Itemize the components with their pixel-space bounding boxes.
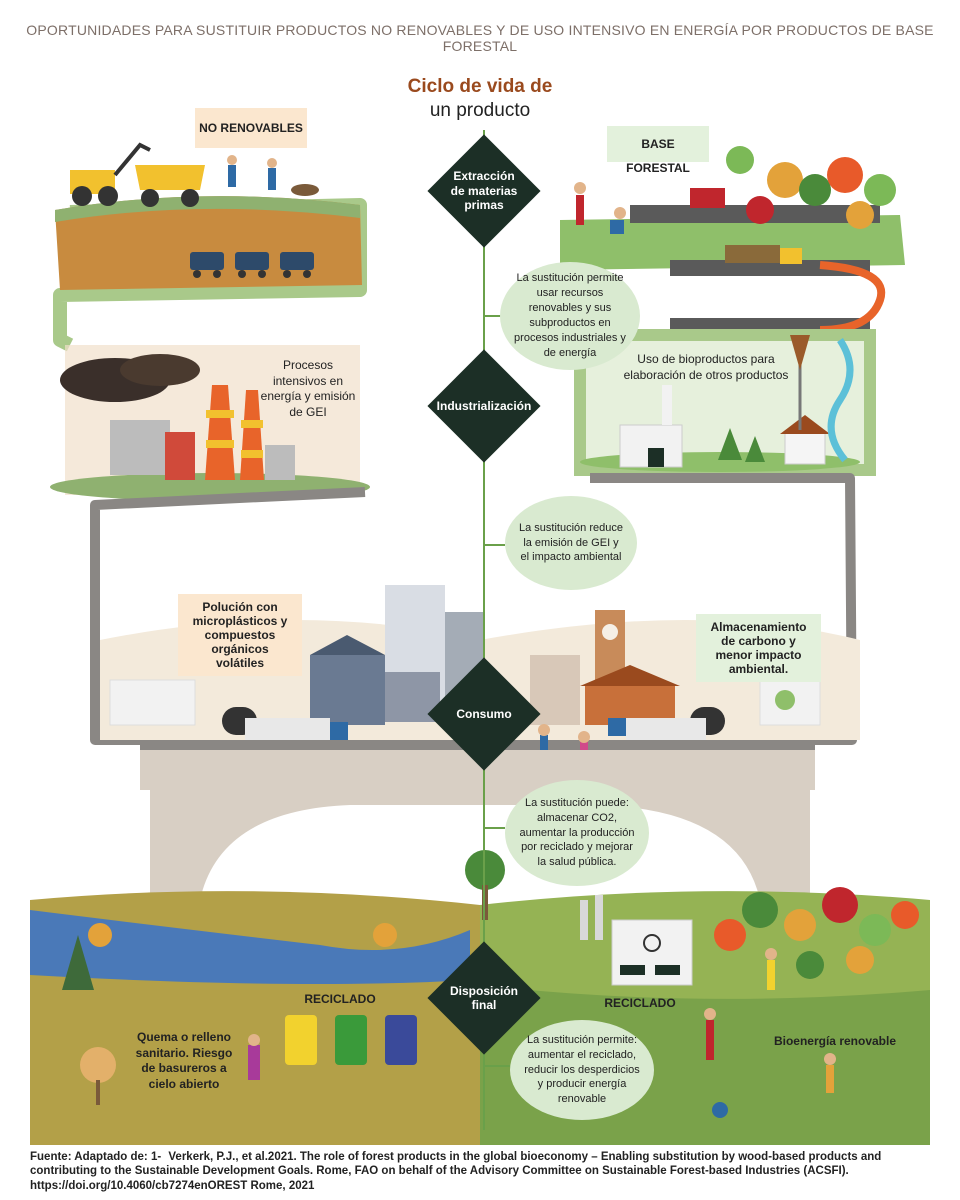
stage-label: Extracción de materias primas [450,169,518,213]
source-prefix: Fuente: Adaptado de: 1- [30,1151,162,1163]
label-reciclado-right: RECICLADO [604,996,676,1010]
label-bioenergia: Bioenergía renovable [773,1034,897,1048]
note-no-renovables: NO RENOVABLES [195,108,307,148]
source-citation: Fuente: Adaptado de: 1- Verkerk, P.J., e… [30,1150,940,1193]
diagram-title-line1: Ciclo de vida de [407,76,553,97]
label-quema: Quema o relleno sanitario. Riesgo de bas… [135,1030,233,1091]
forest-scene [560,146,905,334]
label-bioproductos: Uso de bioproductos para elaboración de … [623,352,789,382]
bubble-reciclado: La sustitución permite: aumentar el reci… [510,1020,654,1120]
note-almacenamiento: Almacenamiento de carbono y menor impact… [696,614,821,682]
stage-industrializacion: Industrialización [427,349,541,463]
note-base-forestal: BASE FORESTAL [607,126,709,175]
stage-label: Industrialización [436,398,532,413]
bioproducts-scene [574,329,876,476]
mining-scene [55,142,362,290]
industry-scene [50,345,370,501]
stage-consumo: Consumo [427,657,541,771]
label-reciclado-left: RECICLADO [304,992,376,1006]
bubble-emision: La sustitución reduce la emisión de GEI … [505,496,637,590]
diagram-title-line2: un producto [429,100,531,121]
bubble-almacenar: La sustitución puede: almacenar CO2, aum… [505,780,649,886]
stage-label: Consumo [456,706,512,721]
stage-label: Disposición final [449,983,518,1012]
source-text: Verkerk, P.J., et al.2021. The role of f… [30,1151,882,1192]
stage-extraccion: Extracción de materias primas [427,134,541,248]
note-polucion: Polución con microplásticos y compuestos… [178,594,302,676]
header-title: OPORTUNIDADES PARA SUSTITUIR PRODUCTOS N… [26,22,934,54]
stage-disposicion: Disposición final [427,941,541,1055]
bubble-recursos: La sustitución permite usar recursos ren… [500,262,640,370]
label-procesos: Procesos intensivos en energía y emisión… [260,358,356,419]
